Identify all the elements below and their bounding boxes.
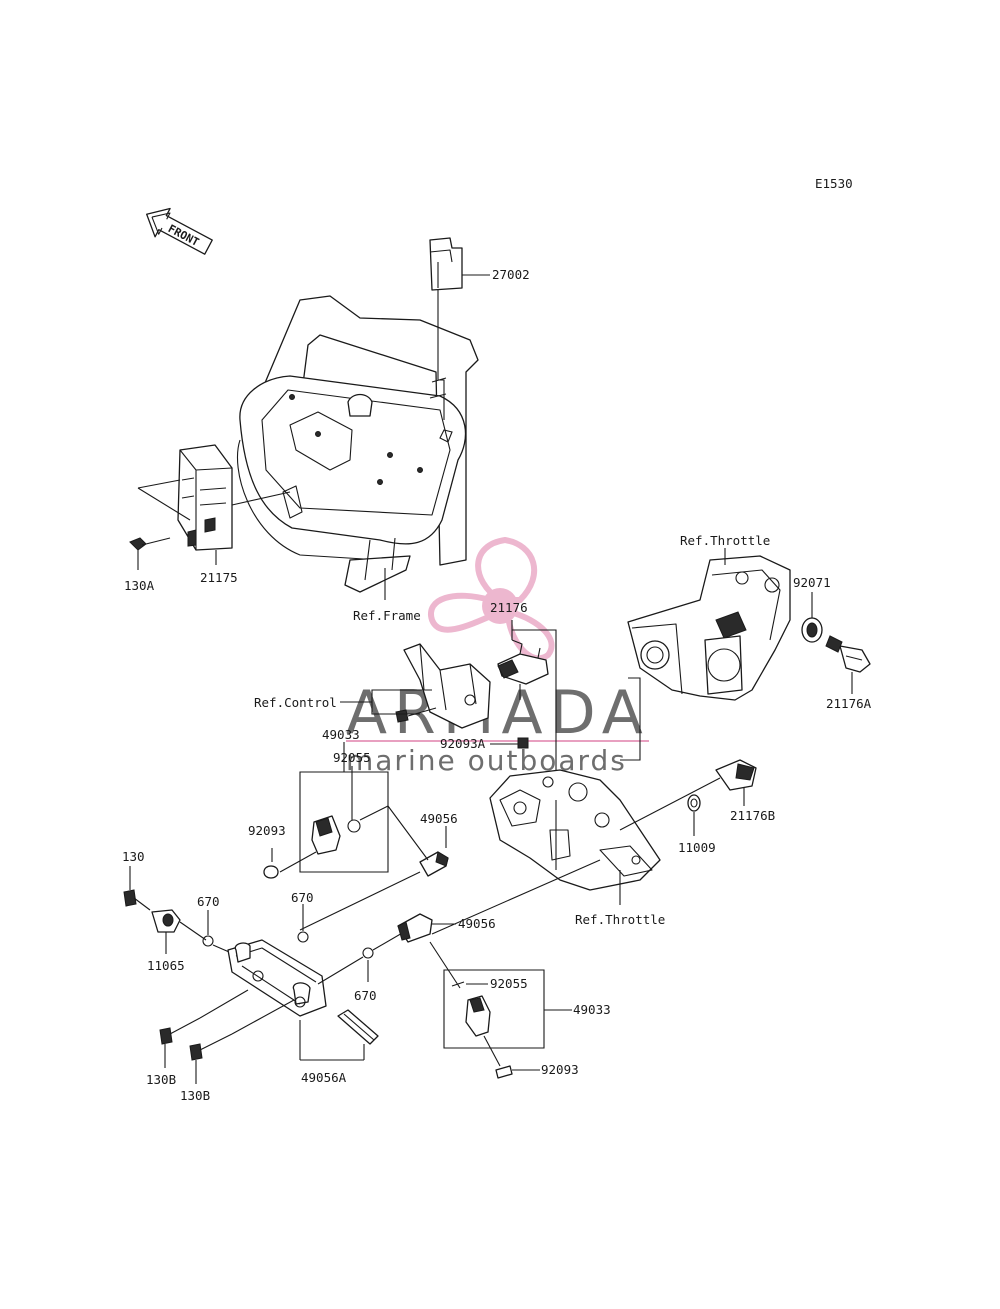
part-11065-spacer: [151, 909, 207, 954]
label-21176A: 21176A: [826, 696, 872, 711]
label-49033-bottom: 49033: [573, 1002, 611, 1017]
injector-group-lower: [429, 941, 572, 1079]
label-92093A: 92093A: [440, 736, 486, 751]
part-670-oring-c: [317, 931, 405, 985]
label-49056A: 49056A: [301, 1070, 347, 1085]
part-92093A-cap: [490, 737, 529, 749]
part-670-oring-a: [202, 910, 237, 956]
control-bracket: [340, 643, 491, 729]
injector-group-upper: [263, 742, 389, 879]
label-11009: 11009: [678, 840, 716, 855]
label-130B-a: 130B: [146, 1072, 176, 1087]
propeller-logo: [428, 536, 555, 662]
label-ref-frame: Ref.Frame: [353, 608, 421, 623]
label-49033-top: 49033: [322, 727, 360, 742]
watermark-brand: ARMADA: [346, 678, 650, 748]
label-27002: 27002: [492, 267, 530, 282]
part-49056A-pipe: [300, 1009, 379, 1061]
label-21175: 21175: [200, 570, 238, 585]
label-21176B: 21176B: [730, 808, 775, 823]
watermark-rule: [346, 740, 649, 742]
label-92055-top: 92055: [333, 750, 371, 765]
label-49056-mid: 49056: [458, 916, 496, 931]
label-670-a: 670: [197, 894, 220, 909]
part-49056-injector-top: [299, 805, 449, 931]
label-ref-throttle-bottom: Ref.Throttle: [575, 912, 665, 927]
label-670-c: 670: [354, 988, 377, 1003]
part-21175-ecu: [137, 444, 291, 565]
part-130A-bolt: [129, 537, 171, 570]
front-arrow: FRONT: [146, 207, 213, 255]
label-21176: 21176: [490, 600, 528, 615]
label-92093-left: 92093: [248, 823, 286, 838]
fuel-rail: [227, 939, 327, 1060]
label-92093-bottom: 92093: [541, 1062, 579, 1077]
intake-manifold: [489, 677, 661, 905]
part-130B-bolt-a: [159, 989, 249, 1068]
part-670-oring-b: [297, 904, 309, 943]
label-130A: 130A: [124, 578, 155, 593]
part-130-bolt: [123, 866, 151, 911]
part-130B-bolt-b: [189, 999, 295, 1084]
label-ref-throttle-top: Ref.Throttle: [680, 533, 770, 548]
label-130: 130: [122, 849, 145, 864]
armada-watermark: ARMADA marine outboards: [346, 536, 650, 777]
label-ref-control: Ref.Control: [254, 695, 337, 710]
label-49056-top: 49056: [420, 811, 458, 826]
frame-assembly: [236, 295, 479, 593]
part-21176-sensor: [497, 620, 557, 800]
label-92055-bottom: 92055: [490, 976, 528, 991]
label-670-b: 670: [291, 890, 314, 905]
label-92071: 92071: [793, 575, 831, 590]
part-21176B-sensor: [715, 759, 757, 806]
part-11009-washer: [619, 777, 721, 836]
watermark-tagline: marine outboards: [346, 744, 627, 777]
label-130B-b: 130B: [180, 1088, 210, 1103]
part-49056-injector-mid: [397, 859, 601, 943]
throttle-body-assembly: [627, 548, 791, 701]
label-11065: 11065: [147, 958, 185, 973]
part-21176A-sensor: [825, 635, 871, 694]
part-92071-grommet: [801, 592, 823, 643]
diagram-code: E1530: [815, 176, 853, 191]
part-27002-relay: [429, 237, 490, 443]
